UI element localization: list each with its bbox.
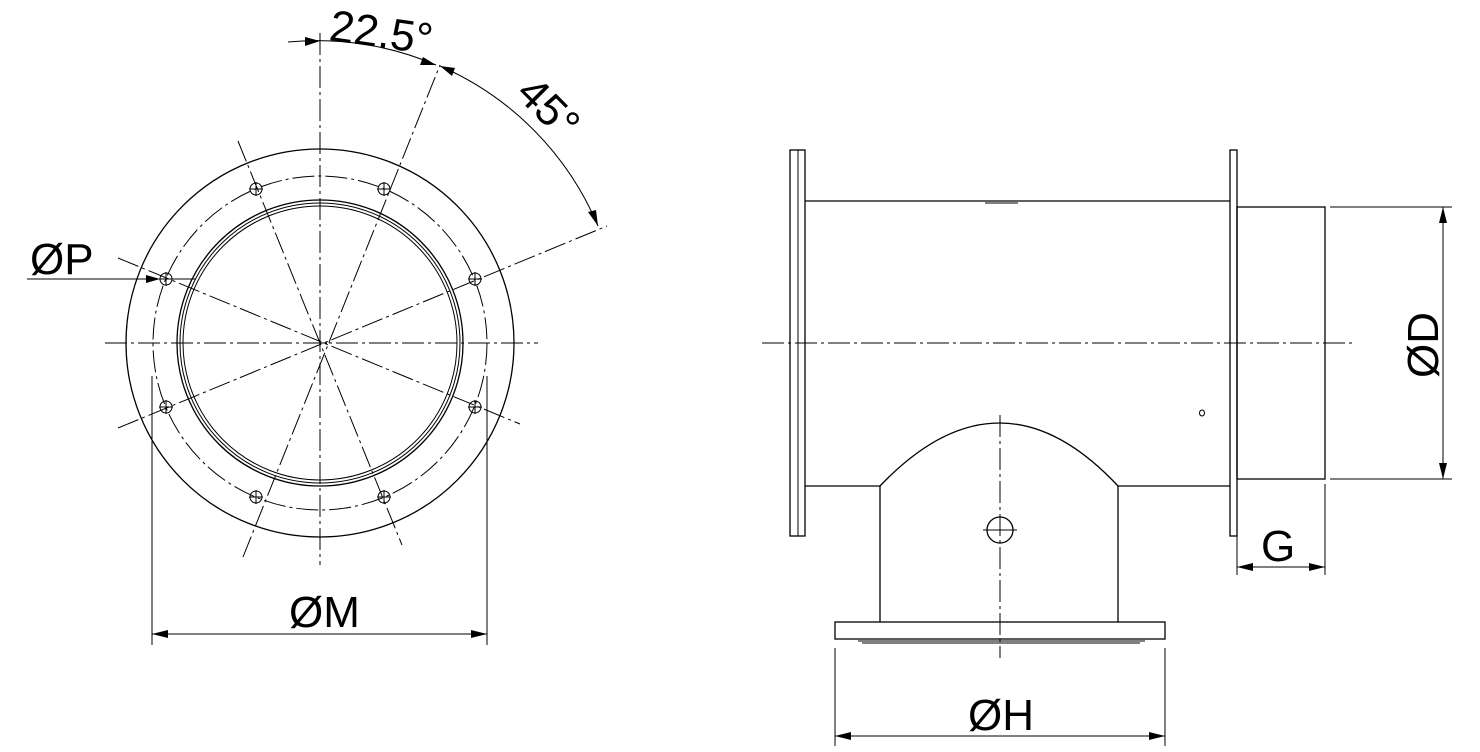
bolt-hole: [159, 400, 173, 414]
side-view: ØD G ØH: [762, 149, 1452, 746]
angle-dim-arc-22-5: [287, 40, 437, 66]
bolt-hole: [249, 490, 263, 504]
bolt-hole: [249, 182, 263, 196]
duct-dia-label: ØD: [1399, 312, 1448, 378]
bolt-hole: [377, 490, 391, 504]
branch-intersection-curve: [879, 422, 1119, 487]
bolt-hole: [468, 272, 482, 286]
center-mark: [313, 336, 327, 350]
radial-line-22-5: [242, 64, 441, 558]
radial-line-67-5: [117, 225, 608, 429]
angle-label-45: 45°: [507, 67, 589, 149]
marker-dot: [1199, 409, 1205, 417]
flange-outer-dia-label: ØM: [289, 588, 360, 637]
branch-flange-dia-label: ØH: [968, 691, 1034, 740]
angle-label-22-5: 22.5°: [327, 1, 436, 64]
angle-dim-arc-45: [439, 65, 599, 227]
bolt-hole: [377, 182, 391, 196]
bolt-hole: [159, 272, 173, 286]
bolt-hole: [468, 400, 482, 414]
spigot-length-label: G: [1261, 522, 1295, 571]
front-view: 22.5° 45° ØP ØM: [27, 1, 608, 645]
bolt-hole-dia-label: ØP: [30, 235, 94, 284]
